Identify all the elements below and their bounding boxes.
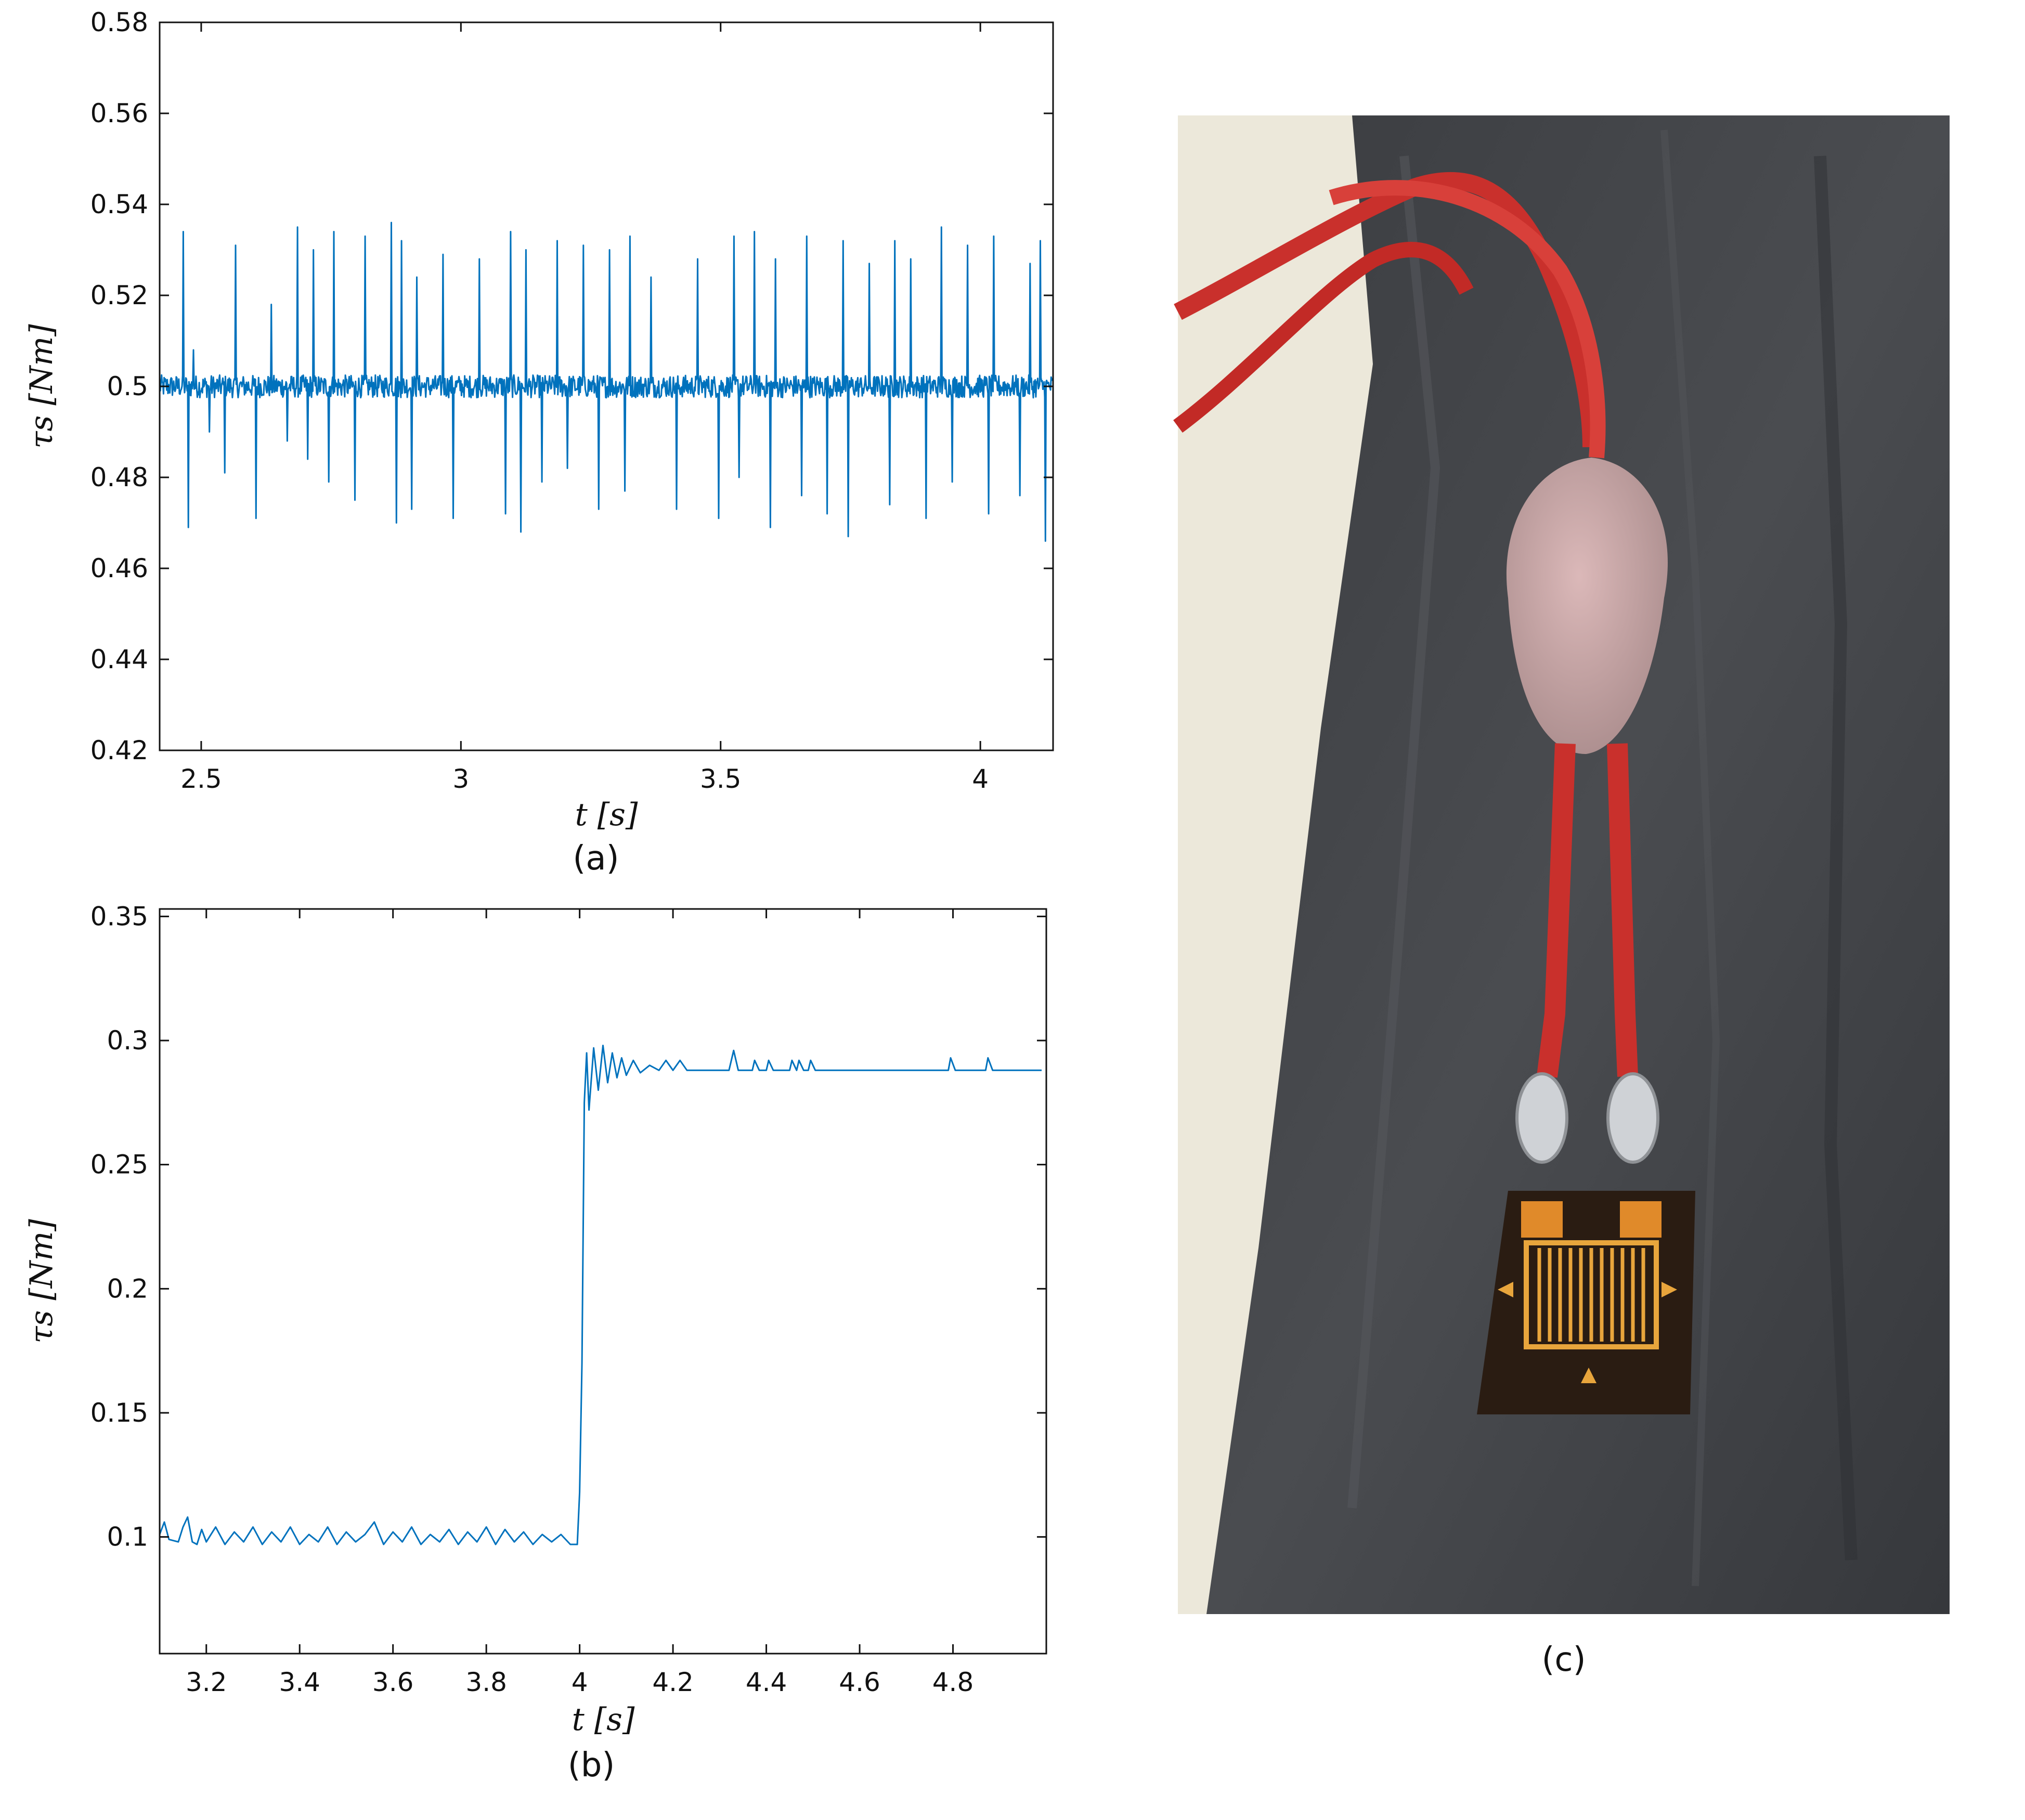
red-wire — [1174, 172, 1600, 448]
alignment-marker — [1498, 1282, 1513, 1297]
solder-joint — [1606, 1072, 1659, 1164]
red-wire-lead — [1537, 743, 1576, 1078]
chart-b-y-tick-label: 0.25 — [90, 1150, 148, 1180]
chart-a-y-tick-label: 0.56 — [90, 98, 148, 128]
gauge-grid-outline — [1524, 1240, 1659, 1349]
glue-blob — [1506, 458, 1668, 754]
chart-a-y-tick-label: 0.42 — [90, 735, 148, 765]
photo-caption: (c) — [1541, 1641, 1586, 1679]
chart-b-x-tick-label: 4.8 — [932, 1667, 974, 1697]
board-texture-line — [1660, 129, 1720, 1587]
chart-a-x-tick-label: 3.5 — [700, 764, 742, 794]
strain-gauge-photo: (c) — [1173, 115, 1950, 1679]
chart-a-y-tick-label: 0.52 — [90, 280, 148, 310]
chart-a-y-axis-label: τs [Nm] — [23, 324, 60, 449]
chart-a-y-tick-label: 0.54 — [90, 189, 148, 219]
photo-dark-board — [1206, 115, 1950, 1614]
alignment-marker — [1661, 1282, 1677, 1297]
board-texture-line — [1347, 155, 1440, 1509]
gauge-grid-lines — [1537, 1248, 1645, 1342]
chart-b-y-axis-label: τs [Nm] — [23, 1219, 60, 1344]
chart-a-series-line — [159, 222, 1054, 542]
photo-wall — [1178, 115, 1373, 1614]
red-wire-lead — [1607, 743, 1638, 1077]
gauge-pad — [1521, 1201, 1563, 1238]
chart-a-y-tick-label: 0.48 — [90, 462, 148, 492]
chart-b-series-line — [159, 1045, 1042, 1545]
chart-b-x-tick-label: 3.2 — [186, 1667, 227, 1697]
chart-b-x-tick-label: 4.6 — [839, 1667, 880, 1697]
chart-b-y-tick-label: 0.1 — [107, 1522, 148, 1552]
chart-a-y-tick-label: 0.58 — [90, 7, 148, 37]
chart-b-series-layer — [159, 1045, 1042, 1545]
chart-b-y-tick-label: 0.2 — [107, 1273, 148, 1304]
chart-b-tick-layer: 3.2 3.4 3.6 3.8 4 4.2 4.4 4.6 4.8 0.1 0.15 0.2 0.25 0… — [90, 901, 1046, 1697]
chart-b-y-tick-label: 0.35 — [90, 901, 148, 931]
chart-b-y-tick-label: 0.3 — [107, 1025, 148, 1056]
chart-a-y-tick-label: 0.5 — [107, 371, 148, 401]
gauge-pad — [1620, 1201, 1661, 1238]
alignment-marker — [1581, 1368, 1596, 1383]
chart-b-x-tick-label: 4.2 — [652, 1667, 694, 1697]
chart-a-tick-layer: 2.5 3 3.5 4 0.42 0.44 0.46 0.48 0.5 0.52 0.54 0.56 0… — [90, 7, 1053, 794]
chart-a-x-tick-label: 3 — [452, 764, 469, 794]
chart-b-x-tick-label: 3.8 — [465, 1667, 507, 1697]
chart-a-y-tick-label: 0.46 — [90, 553, 148, 583]
chart-b: 3.2 3.4 3.6 3.8 4 4.2 4.4 4.6 4.8 0.1 0.15 0.2 0.25 0… — [23, 901, 1047, 1785]
chart-a-y-tick-label: 0.44 — [90, 644, 148, 674]
chart-b-plot-frame — [159, 908, 1047, 1655]
chart-b-x-tick-label: 4.4 — [746, 1667, 787, 1697]
chart-a-x-axis-label: t [s] — [575, 797, 638, 833]
solder-joint — [1515, 1072, 1568, 1164]
chart-b-y-tick-label: 0.15 — [90, 1398, 148, 1428]
red-wire — [1329, 180, 1606, 459]
chart-a-x-tick-label: 2.5 — [180, 764, 222, 794]
chart-a-series-layer — [159, 222, 1054, 542]
chart-a-caption: (a) — [573, 839, 619, 878]
board-texture-line — [1814, 155, 1858, 1561]
strain-gauge-backing — [1477, 1191, 1695, 1414]
chart-b-x-tick-label: 3.4 — [279, 1667, 320, 1697]
chart-b-caption: (b) — [568, 1746, 615, 1785]
red-wire — [1173, 242, 1474, 433]
chart-b-x-axis-label: t [s] — [572, 1701, 635, 1738]
chart-a: 2.5 3 3.5 4 0.42 0.44 0.46 0.48 0.5 0.52 0.54 0.56 0… — [23, 7, 1054, 878]
chart-a-x-tick-label: 4 — [972, 764, 989, 794]
chart-b-x-tick-label: 4 — [572, 1667, 588, 1697]
chart-b-x-tick-label: 3.6 — [372, 1667, 414, 1697]
